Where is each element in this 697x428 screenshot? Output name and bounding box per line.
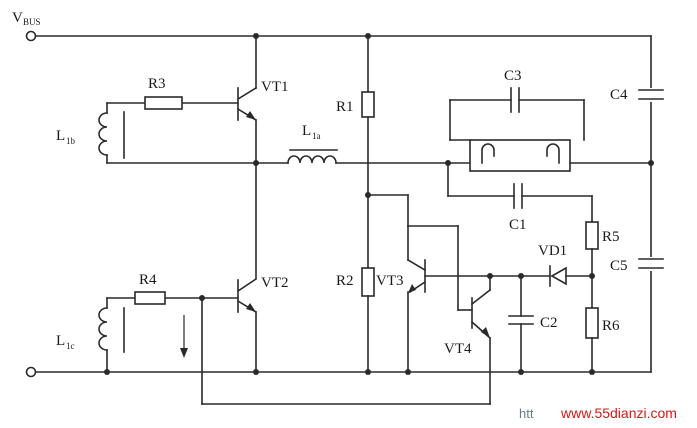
- capacitor-c3: [449, 87, 585, 141]
- label-vt3: VT3: [376, 273, 404, 289]
- mid-node-wiring: [255, 35, 289, 373]
- capacitor-c1: [447, 162, 593, 209]
- resistor-r1: [361, 35, 375, 269]
- label-r4: R4: [139, 272, 157, 288]
- capacitor-c2: [508, 275, 534, 373]
- transistor-vt2: [164, 277, 258, 314]
- label-l1a: L: [302, 123, 311, 139]
- label-c1: C1: [509, 217, 527, 233]
- resistor-r3: [106, 96, 183, 110]
- label-l1c: L: [56, 333, 65, 349]
- inductor-l1a: [287, 149, 471, 164]
- resistor-r6: [585, 307, 599, 373]
- label-c4: C4: [610, 87, 628, 103]
- label-r6: R6: [602, 318, 620, 334]
- current-arrow-icon: [180, 315, 188, 358]
- watermark-prefix: htt: [519, 406, 534, 421]
- resistor-r5: [585, 195, 599, 309]
- watermark-url: www.55dianzi.com: [560, 405, 677, 421]
- resistor-r2: [361, 267, 375, 373]
- capacitor-c5: [638, 257, 664, 271]
- watermark: htt www.55dianzi.com: [519, 405, 677, 421]
- label-vt2: VT2: [261, 275, 289, 291]
- junction-dots: [104, 33, 654, 375]
- supply-label: V: [12, 10, 23, 26]
- inductor-l1c: [98, 297, 125, 373]
- feedback-loop: [201, 297, 491, 405]
- label-c3: C3: [504, 68, 522, 84]
- transistor-vt3: [406, 225, 551, 373]
- diode-vd1: [549, 265, 593, 287]
- label-vt4: VT4: [444, 341, 472, 357]
- label-c2: C2: [540, 315, 558, 331]
- label-c5: C5: [610, 258, 628, 274]
- capacitor-c4: [638, 88, 664, 102]
- transistor-vt1: [181, 86, 258, 122]
- label-r3: R3: [148, 76, 166, 92]
- inductor-l1b: [98, 102, 257, 164]
- label-l1b-sub: 1b: [66, 136, 76, 146]
- resistor-r4: [106, 291, 166, 305]
- label-r5: R5: [602, 229, 620, 245]
- transistor-vt4: [407, 225, 492, 340]
- bottom-rail: [25, 366, 652, 378]
- label-l1b: L: [56, 128, 65, 144]
- label-l1c-sub: 1c: [66, 341, 75, 351]
- label-vd1: VD1: [538, 243, 567, 259]
- lamp-filaments: [469, 139, 571, 172]
- label-r2: R2: [336, 273, 354, 289]
- label-l1a-sub: 1a: [312, 131, 321, 141]
- supply-label-sub: BUS: [23, 17, 41, 27]
- label-vt1: VT1: [261, 79, 289, 95]
- label-r1: R1: [336, 99, 354, 115]
